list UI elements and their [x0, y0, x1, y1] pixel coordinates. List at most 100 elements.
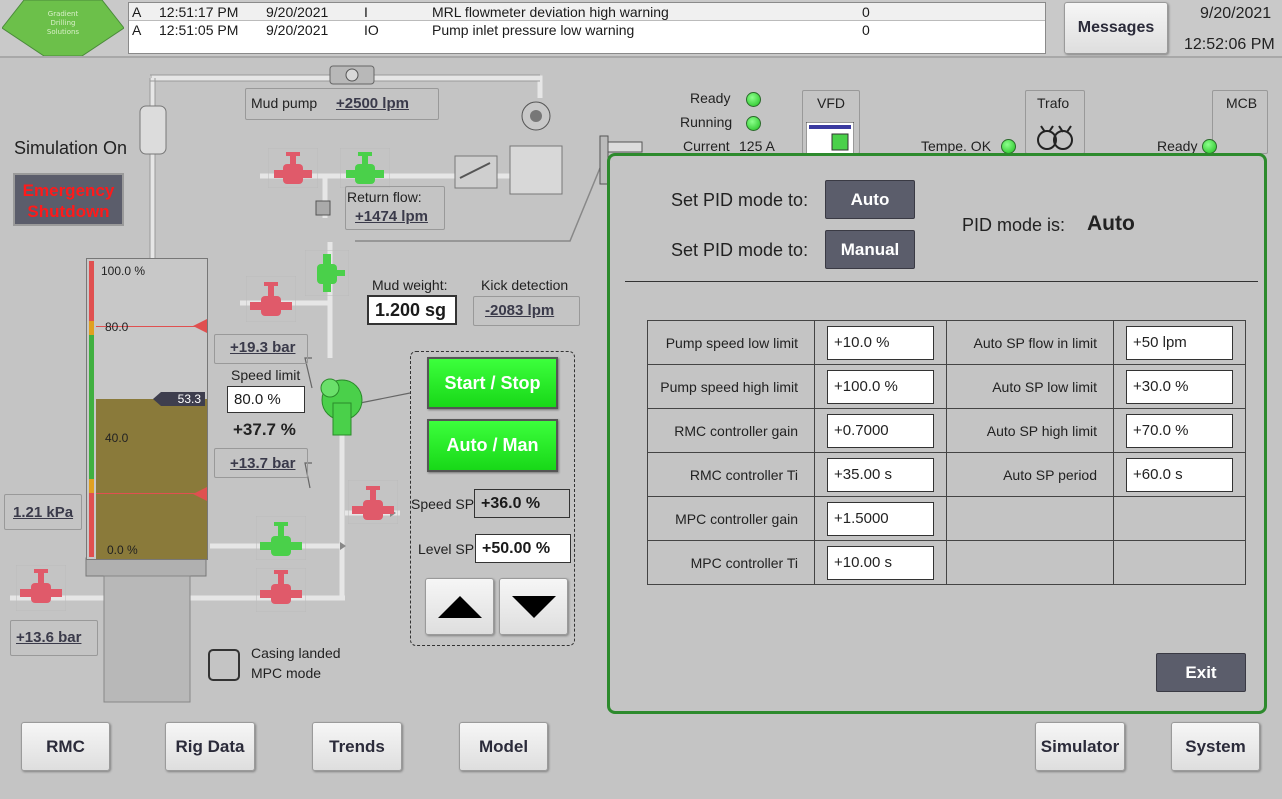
alarm-row[interactable]: A 12:51:17 PM 9/20/2021 I MRL flowmeter … — [129, 3, 1045, 21]
emergency-label-line-1: Emergency — [22, 181, 115, 200]
current-label: Current — [683, 138, 730, 154]
pressure-bottom-value[interactable]: +13.7 bar — [230, 455, 296, 472]
decrease-button[interactable] — [499, 578, 568, 635]
param-input[interactable]: +60.0 s — [1126, 457, 1233, 492]
gauge-tick-100: 100.0 % — [101, 264, 146, 278]
nav-model-button[interactable]: Model — [459, 722, 548, 771]
trafo-label: Trafo — [1037, 95, 1070, 111]
increase-button[interactable] — [425, 578, 494, 635]
nav-rmc-button[interactable]: RMC — [21, 722, 110, 771]
alarm-state: A — [132, 4, 142, 20]
set-manual-button[interactable]: Manual — [825, 230, 915, 269]
level-pointer-value: 53.3 — [177, 392, 201, 406]
table-row: Pump speed high limit +100.0 % Auto SP l… — [647, 364, 1246, 409]
low-limit-marker-icon — [193, 487, 207, 501]
level-sp-field[interactable]: +50.00 % — [475, 534, 571, 563]
simulation-status: Simulation On — [14, 138, 128, 158]
gauge-warning-low — [89, 479, 94, 493]
param-name: Pump speed low limit — [647, 320, 815, 365]
nav-simulator-button[interactable]: Simulator — [1035, 722, 1125, 771]
auto-man-button[interactable]: Auto / Man — [427, 419, 558, 472]
alarm-row[interactable]: A 12:51:05 PM 9/20/2021 IO Pump inlet pr… — [129, 21, 1045, 39]
valve-green-icon[interactable] — [305, 250, 349, 296]
messages-button[interactable]: Messages — [1064, 2, 1168, 54]
casing-label-line-1: Casing landed — [251, 645, 341, 661]
mud-pump-value[interactable]: +2500 lpm — [336, 95, 409, 112]
param-name: MPC controller Ti — [647, 540, 815, 585]
alarm-status: IO — [364, 22, 379, 38]
gauge-tick-0: 0.0 % — [107, 543, 138, 557]
nav-system-button[interactable]: System — [1171, 722, 1260, 771]
pressure-top-value[interactable]: +19.3 bar — [230, 339, 296, 356]
table-row: Pump speed low limit +10.0 % Auto SP flo… — [647, 320, 1246, 365]
alarm-status: I — [364, 4, 368, 20]
gauge-tick-40: 40.0 — [105, 431, 129, 445]
alarm-text: Pump inlet pressure low warning — [432, 22, 635, 38]
mcb-label: MCB — [1226, 95, 1258, 111]
alarm-date: 9/20/2021 — [266, 22, 329, 38]
mud-weight-label: Mud weight: — [372, 277, 448, 293]
casing-landed-checkbox[interactable] — [208, 649, 240, 681]
gauge-line-20 — [96, 493, 207, 494]
start-stop-button[interactable]: Start / Stop — [427, 357, 558, 409]
valve-green-icon[interactable] — [340, 148, 390, 188]
vfd-icon — [806, 122, 854, 154]
temperature-indicator-icon — [1001, 139, 1016, 154]
valve-red-icon[interactable] — [256, 568, 306, 612]
running-label: Running — [680, 114, 733, 130]
nav-trends-button[interactable]: Trends — [312, 722, 402, 771]
param-input[interactable]: +0.7000 — [827, 413, 934, 448]
logo-line-2: Drilling — [51, 19, 76, 27]
param-input[interactable]: +50 lpm — [1126, 325, 1233, 360]
table-row: RMC controller Ti +35.00 s Auto SP perio… — [647, 452, 1246, 497]
emergency-label-line-2: Shutdown — [27, 202, 110, 221]
param-input[interactable]: +70.0 % — [1126, 413, 1233, 448]
param-input[interactable]: +10.0 % — [827, 325, 934, 360]
pressure-kpa-readout[interactable]: 1.21 kPa — [13, 504, 74, 521]
return-flow-value[interactable]: +1474 lpm — [355, 208, 428, 225]
emergency-shutdown-button[interactable]: Emergency Shutdown — [13, 173, 124, 226]
level-pointer: 53.3 — [153, 392, 205, 406]
pid-mode-label: PID mode is: — [962, 215, 1066, 235]
param-input[interactable]: +100.0 % — [827, 369, 934, 404]
running-indicator-icon — [746, 116, 761, 131]
param-name: MPC controller gain — [647, 496, 815, 541]
param-input[interactable]: +10.00 s — [827, 545, 934, 580]
gauge-alarm-low — [89, 493, 94, 557]
param-input[interactable]: +30.0 % — [1126, 369, 1233, 404]
param-input[interactable]: +1.5000 — [827, 501, 934, 536]
exit-button[interactable]: Exit — [1156, 653, 1246, 692]
pressure-bar-readout[interactable]: +13.6 bar — [16, 629, 82, 646]
valve-green-icon[interactable] — [256, 516, 306, 560]
company-logo: Gradient Drilling Solutions — [1, 0, 125, 57]
pid-settings-panel: Set PID mode to: Auto Set PID mode to: M… — [607, 153, 1267, 714]
param-name: Auto SP high limit — [946, 408, 1114, 453]
param-name: RMC controller Ti — [647, 452, 815, 497]
kick-detection-value[interactable]: -2083 lpm — [485, 302, 555, 319]
panel-divider — [625, 281, 1258, 282]
arrow-down-icon — [511, 595, 556, 618]
gauge-alarm-high — [89, 261, 94, 321]
valve-red-icon[interactable] — [16, 565, 66, 611]
valve-red-icon[interactable] — [268, 148, 318, 188]
alarm-list[interactable]: A 12:51:17 PM 9/20/2021 I MRL flowmeter … — [128, 2, 1046, 54]
param-value-empty — [1113, 540, 1246, 585]
speed-sp-label: Speed SP — [411, 496, 475, 512]
transformer-icon — [1037, 125, 1073, 150]
mud-weight-field[interactable]: 1.200 sg — [367, 295, 457, 325]
valve-red-icon[interactable] — [348, 480, 398, 524]
valve-red-icon[interactable] — [246, 276, 296, 322]
gauge-tick-80: 80.0 — [105, 320, 129, 334]
alarm-count: 0 — [862, 22, 870, 38]
param-name: Pump speed high limit — [647, 364, 815, 409]
param-input[interactable]: +35.00 s — [827, 457, 934, 492]
mcb-ready-label: Ready — [1157, 138, 1198, 154]
nav-rig-data-button[interactable]: Rig Data — [165, 722, 255, 771]
temperature-label: Tempe. OK — [921, 138, 992, 154]
set-auto-button[interactable]: Auto — [825, 180, 915, 219]
speed-limit-field[interactable]: 80.0 % — [227, 386, 305, 413]
level-sp-label: Level SP — [418, 541, 475, 557]
table-row: MPC controller Ti +10.00 s — [647, 540, 1246, 585]
param-name: Auto SP period — [946, 452, 1114, 497]
gauge-warning-high — [89, 321, 94, 335]
